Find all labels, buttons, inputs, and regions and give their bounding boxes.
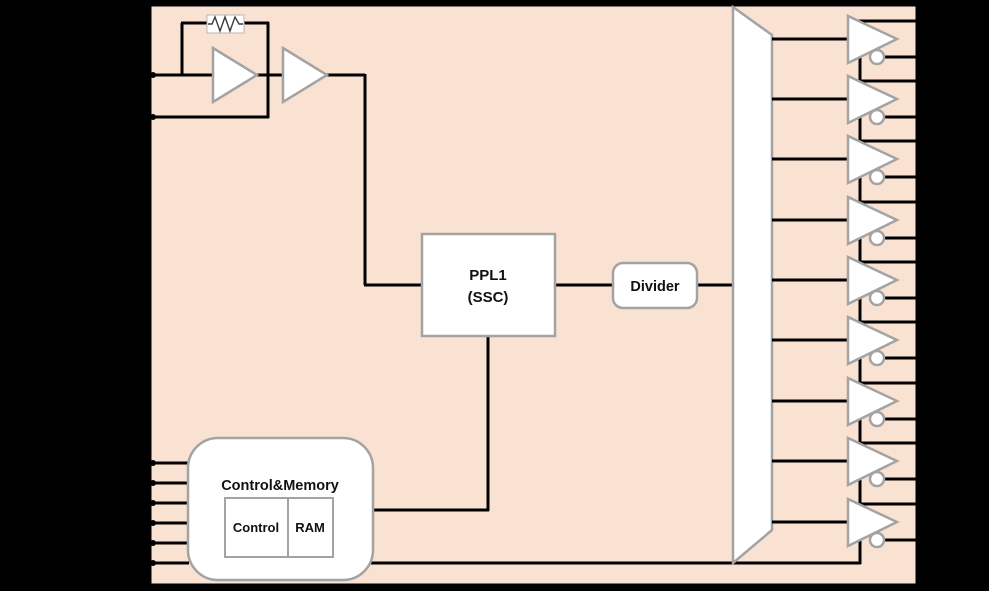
control-input-pins: [141, 460, 189, 566]
inversion-bubble-icon: [868, 470, 886, 488]
inversion-bubble-icon: [868, 48, 886, 66]
output-buffers: [772, 14, 925, 549]
inversion-bubble-icon: [868, 168, 886, 186]
oscillator-buffer-icon: [281, 45, 330, 105]
inversion-bubble-icon: [868, 108, 886, 126]
control-input-pin: [141, 560, 189, 566]
inversion-bubble-icon: [868, 229, 886, 247]
inversion-bubble-icon: [868, 410, 886, 428]
output-buffer-channel: [772, 195, 925, 247]
divider-block: Divider: [611, 261, 699, 310]
pll-outline: [420, 232, 557, 338]
output-buffer-channel: [772, 436, 925, 488]
inversion-bubble-icon: [868, 349, 886, 367]
divider-outline: [611, 261, 699, 310]
output-buffer-channel: [772, 134, 925, 186]
ram-block: [287, 497, 334, 558]
output-buffer-channel: [772, 497, 925, 549]
ram-block-label: RAM: [295, 520, 325, 535]
output-buffer-channel: [772, 74, 925, 126]
oscillator-amp-icon: [211, 45, 260, 105]
control-input-pin: [141, 500, 189, 506]
output-buffer-channel: [772, 14, 925, 66]
control-input-pin: [141, 520, 189, 526]
output-buffer-channel: [772, 255, 925, 307]
control-input-pin: [141, 480, 189, 486]
control-input-pin: [141, 460, 189, 466]
control-memory-title: Control&Memory: [221, 478, 339, 494]
inversion-bubble-icon: [868, 289, 886, 307]
resistor-icon: [208, 14, 243, 34]
control-block-label: Control: [233, 520, 279, 535]
output-buffer-channel: [772, 376, 925, 428]
control-input-pin: [141, 540, 189, 546]
clock-distribution-mux: [731, 4, 774, 566]
output-buffer-channel: [772, 315, 925, 367]
control-memory-block: Control&Memory Control RAM: [186, 436, 375, 582]
pll-label-line2: (SSC): [468, 289, 509, 306]
divider-label: Divider: [630, 279, 680, 295]
pll-block: PPL1 (SSC): [420, 232, 557, 338]
crystal-oscillator: [141, 14, 422, 287]
pll-label-line1: PPL1: [469, 267, 507, 284]
inversion-bubble-icon: [868, 531, 886, 549]
